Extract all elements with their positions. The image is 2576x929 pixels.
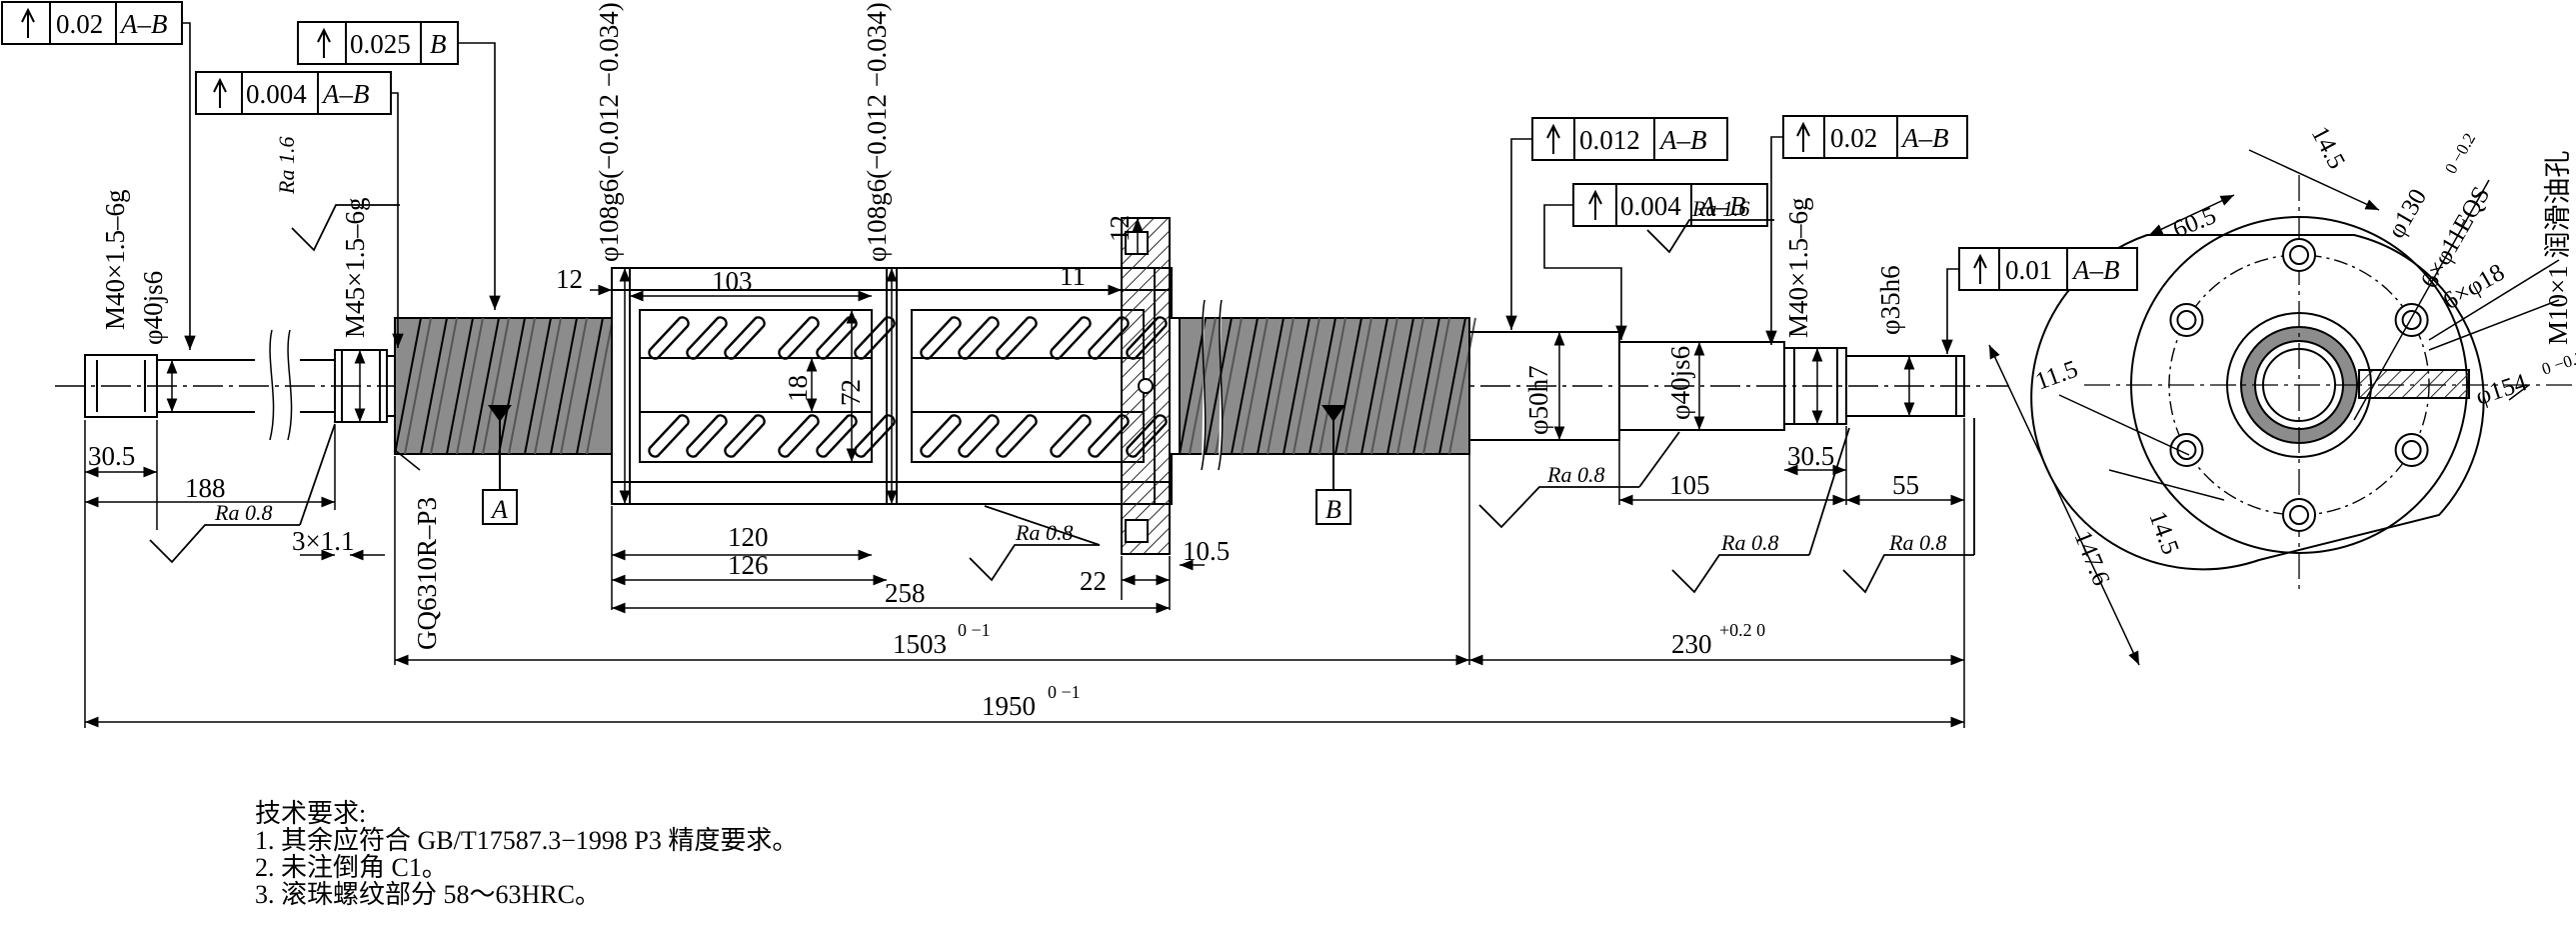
- roughness-symbol-4: Ra 0.8: [1478, 462, 1639, 529]
- datum-a-box: [482, 489, 518, 525]
- dim-12-b: 12: [1105, 215, 1135, 242]
- bolt-hole-icon: [2169, 433, 2204, 467]
- fcf-datum: A–B: [1697, 191, 1746, 221]
- dim-12-a: 12: [556, 264, 583, 294]
- technical-requirements: 技术要求: 1. 其余应符合 GB/T17587.3−1998 P3 精度要求。…: [255, 800, 798, 908]
- label-m40-left: M40×1.5–6g: [100, 190, 130, 330]
- dim-30-5-right: 30.5: [1787, 441, 1834, 471]
- fcf-datum: A–B: [321, 79, 370, 109]
- label-m45: M45×1.5–6g: [340, 198, 370, 338]
- note-1: 1. 其余应符合 GB/T17587.3−1998 P3 精度要求。: [255, 826, 799, 855]
- svg-text:Ra 0.8: Ra 0.8: [1720, 530, 1778, 555]
- flange-phi154-tol: 0 −0.2: [2539, 347, 2576, 379]
- fcf-datum: B: [430, 29, 447, 59]
- bolt-hole-icon: [2169, 303, 2204, 337]
- dim-22: 22: [1080, 566, 1107, 596]
- datum-b-label: B: [1325, 495, 1341, 524]
- note-2: 2. 未注倒角 C1。: [255, 853, 448, 882]
- svg-text:Ra 0.8: Ra 0.8: [1888, 530, 1946, 555]
- runout-icon: [213, 77, 227, 108]
- dim-30-5-left: 30.5: [88, 441, 135, 471]
- fcf-datum: A–B: [119, 9, 168, 39]
- dim-120: 120: [728, 522, 769, 552]
- fcf-tolerance: 0.01: [2005, 255, 2052, 285]
- runout-icon: [21, 7, 35, 38]
- dim-1503: 1503: [893, 629, 947, 659]
- gdt-frame-runout-6: 0.004 A–B: [1572, 183, 1768, 227]
- roughness-symbol-1: Ra 0.8: [149, 500, 300, 564]
- runout-icon: [317, 27, 331, 58]
- roughness-symbol-2: Ra 1.6: [274, 137, 400, 252]
- gdt-frame-runout-2: 0.025 B: [297, 21, 459, 65]
- bolt-hole-icon: [2394, 303, 2429, 337]
- runout-icon: [1796, 121, 1810, 152]
- label-phi40js6-right: φ40js6: [1665, 346, 1695, 420]
- svg-text:Ra 1.6: Ra 1.6: [1691, 196, 1749, 221]
- roughness-symbol-6: Ra 0.8: [1671, 530, 1809, 594]
- datum-b-box: [1315, 489, 1351, 525]
- svg-text:Ra 1.6: Ra 1.6: [274, 137, 299, 195]
- dim-105: 105: [1669, 470, 1710, 500]
- fcf-tolerance: 0.004: [1620, 191, 1681, 221]
- label-phi108-a: φ108g6(−0.012 −0.034): [594, 2, 624, 262]
- note-3: 3. 滚珠螺纹部分 58～63HRC。: [255, 880, 601, 909]
- label-oil-hole: M10×1 润滑油孔: [2543, 151, 2573, 345]
- label-phi108-b: φ108g6(−0.012 −0.034): [862, 2, 892, 262]
- fcf-tolerance: 0.02: [56, 9, 103, 39]
- label-thread-code: GQ6310R–P3: [412, 497, 442, 650]
- flange-dim-14-5-top: 14.5: [2306, 122, 2350, 173]
- label-phi40js6-left: φ40js6: [138, 271, 168, 345]
- dim-188: 188: [185, 473, 226, 503]
- dim-126: 126: [728, 550, 769, 580]
- gdt-frame-runout-3: 0.004 A–B: [195, 71, 392, 115]
- label-m40-right: M40×1.5–6g: [1783, 198, 1813, 338]
- flange-phi130-tol: 0 −0.2: [2441, 130, 2479, 177]
- bolt-hole-icon: [2282, 498, 2316, 532]
- runout-icon: [1973, 253, 1987, 284]
- gdt-frame-runout-5: 0.02 A–B: [1782, 115, 1968, 159]
- bolt-hole-icon: [2282, 238, 2316, 272]
- left-thread-end: [84, 354, 158, 418]
- label-phi50h7: φ50h7: [1523, 365, 1553, 435]
- notes-title: 技术要求:: [255, 799, 367, 828]
- dim-258: 258: [885, 578, 926, 608]
- oil-hole-icon: [1138, 378, 1154, 394]
- fcf-datum: A–B: [1900, 123, 1949, 153]
- gdt-frame-runout-7: 0.01 A–B: [1958, 247, 2138, 291]
- fcf-tolerance: 0.02: [1830, 123, 1877, 153]
- dim-230-tol: +0.2 0: [1719, 620, 1765, 640]
- fcf-datum: A–B: [2071, 255, 2120, 285]
- dim-18: 18: [783, 375, 813, 402]
- roughness-symbol-5: Ra 1.6: [1646, 196, 1774, 254]
- fcf-tolerance: 0.012: [1579, 125, 1640, 155]
- gdt-frame-runout-4: 0.012 A–B: [1531, 117, 1728, 161]
- dim-10-5: 10.5: [1183, 536, 1230, 566]
- roughness-symbol-7: Ra 0.8: [1842, 530, 1974, 594]
- fcf-tolerance: 0.025: [350, 29, 411, 59]
- gdt-frame-runout-1: 0.02 A–B: [1, 1, 183, 45]
- flange-end-view: [2030, 175, 2574, 595]
- datum-a-label: A: [490, 495, 508, 524]
- runout-icon: [1588, 189, 1602, 220]
- dim-1950-tol: 0 −1: [1048, 682, 1081, 702]
- dim-103: 103: [712, 266, 753, 296]
- fcf-tolerance: 0.004: [246, 79, 307, 109]
- bolt-hole-icon: [2394, 433, 2429, 467]
- return-tube-left: [639, 309, 873, 463]
- fcf-datum: A–B: [1658, 125, 1707, 155]
- label-phi35h6: φ35h6: [1875, 265, 1905, 335]
- dim-72: 72: [836, 379, 866, 406]
- svg-text:Ra 0.8: Ra 0.8: [214, 500, 272, 525]
- dim-11: 11: [1060, 261, 1086, 291]
- dim-55: 55: [1892, 470, 1919, 500]
- dim-230: 230: [1671, 629, 1712, 659]
- svg-text:Ra 0.8: Ra 0.8: [1546, 462, 1604, 487]
- dim-1503-tol: 0 −1: [958, 620, 991, 640]
- dim-1950: 1950: [982, 691, 1036, 721]
- flange-phi130: φ130: [2383, 185, 2432, 243]
- runout-icon: [1546, 123, 1560, 154]
- dim-3x1-1: 3×1.1: [292, 526, 354, 556]
